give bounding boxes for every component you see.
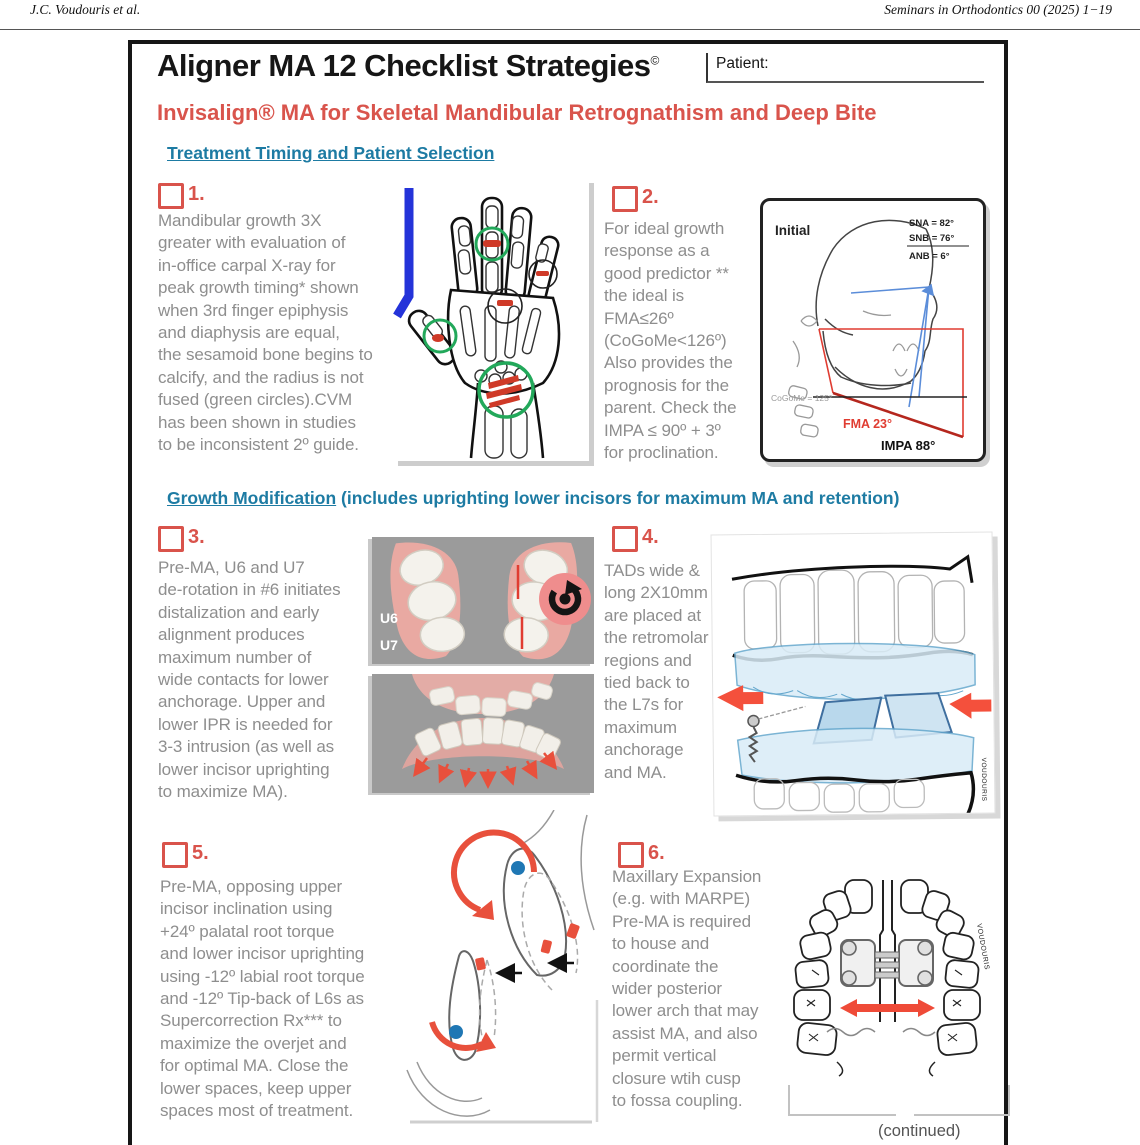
maxilla-outline (731, 554, 974, 583)
ceph-impa: IMPA 88° (881, 438, 935, 453)
item-1-number: 1. (188, 183, 205, 205)
header-rule (0, 29, 1140, 30)
u6-u7-derotation-figure: U6 U7 (372, 537, 594, 664)
tad-anchorage-figure: VOUDOURIS (710, 531, 996, 822)
subtitle: Invisalign® MA for Skeletal Mandibular R… (157, 100, 877, 125)
figure-bracket-left (788, 1085, 896, 1116)
item-2-number: 2. (642, 186, 659, 208)
patient-field[interactable]: Patient: (706, 53, 984, 83)
section-heading-growth-modification: Growth Modification (includes uprighting… (167, 488, 899, 509)
item-2-text: For ideal growth response as a good pred… (604, 219, 737, 463)
lower-rotation-center-dot (449, 1025, 463, 1039)
checkbox-item-3[interactable] (158, 526, 184, 552)
intrusion-arrows (413, 750, 558, 789)
checkbox-item-1[interactable] (158, 183, 184, 209)
section2-heading-suffix: (includes uprighting lower incisors for … (336, 488, 900, 508)
checkbox-item-4[interactable] (612, 526, 638, 552)
distal-force-arrow-right (949, 692, 992, 719)
watermark-text-2: VOUDOURIS (975, 923, 990, 970)
lower-gingival-line (735, 770, 976, 822)
marpe-illustration: VOUDOURIS (793, 879, 990, 1077)
running-head-journal: Seminars in Orthodontics 00 (2025) 1−19 (884, 2, 1112, 17)
item-4-number: 4. (642, 526, 659, 548)
upper-arrowhead (472, 900, 494, 920)
lower-teeth-roots (753, 778, 925, 813)
section-heading-treatment-timing: Treatment Timing and Patient Selection (167, 143, 494, 164)
ceph-tracing-figure: Initial SNA = 82° SNB = 76° ANB = 6° CoG… (760, 198, 986, 462)
ceph-tracing-illustration: Initial SNA = 82° SNB = 76° ANB = 6° CoG… (771, 218, 969, 453)
running-head-authors: J.C. Voudouris et al. (30, 2, 141, 17)
item-3-text: Pre-MA, U6 and U7 de-rotation in #6 init… (158, 558, 341, 802)
carpal-xray-figure (393, 178, 589, 461)
tad-illustration: VOUDOURIS (717, 554, 992, 822)
item-5-text: Pre-MA, opposing upper incisor inclinati… (160, 877, 365, 1121)
upper-rotation-center-dot (511, 861, 525, 875)
bite-ramp-right (883, 692, 953, 739)
lower-arch-illustration (402, 674, 564, 789)
upper-attachment-2 (540, 939, 552, 954)
copyright-mark: © (650, 53, 660, 68)
item-3-number: 3. (188, 526, 205, 548)
page-title: Aligner MA 12 Checklist Strategies© (157, 48, 659, 84)
distal-force-arrow-left (717, 685, 764, 712)
upper-aligner (733, 642, 976, 700)
blue-bracket-line (393, 188, 414, 319)
ceph-anb: ANB = 6° (909, 251, 950, 262)
u7-label: U7 (380, 637, 398, 653)
section2-heading-text: Growth Modification (167, 488, 337, 508)
item-1-text: Mandibular growth 3X greater with evalua… (158, 211, 373, 455)
upper-arch-back (412, 674, 554, 717)
item-6-number: 6. (648, 842, 665, 864)
item-4-text: TADs wide & long 2X10mm are placed at th… (604, 561, 709, 782)
upper-attachment (566, 923, 580, 939)
hand-skeleton-illustration (393, 188, 561, 459)
lower-arrowhead (476, 1032, 496, 1052)
growth-site-markers (432, 240, 549, 408)
palatal-rugae (826, 1027, 936, 1037)
sn-analysis-lines (850, 283, 935, 408)
watermark-text: VOUDOURIS (980, 758, 987, 802)
ceph-cogome: CoGoMe = 125° (771, 393, 832, 403)
incisor-torque-figure (402, 809, 612, 1145)
midline-split (879, 880, 896, 1022)
assessment-circles (422, 226, 558, 419)
section1-heading-text: Treatment Timing and Patient Selection (167, 143, 495, 163)
lower-attachment (475, 957, 486, 971)
item-5-number: 5. (192, 842, 209, 864)
ceph-fma: FMA 23° (843, 417, 892, 431)
hamular-notches (836, 1061, 936, 1077)
ceph-initial-label: Initial (775, 223, 810, 238)
marpe-expansion-figure: VOUDOURIS (785, 872, 990, 1087)
palatal-root-torque-arrow (451, 829, 537, 913)
upper-teeth-roots (743, 569, 966, 655)
fma-overlay (813, 328, 967, 439)
lower-arch-figure (372, 674, 594, 793)
labial-root-torque-arrow (429, 1021, 484, 1051)
rotation-icon (539, 573, 591, 625)
figure-bracket-right (914, 1085, 1010, 1116)
ceph-sna: SNA = 82° (909, 218, 954, 229)
u6-u7-illustration: U6 U7 (380, 542, 591, 660)
title-text: Aligner MA 12 Checklist Strategies (157, 48, 651, 83)
alveolar-contours (406, 809, 595, 1117)
item-6-text: Maxillary Expansion (e.g. with MARPE) Pr… (612, 867, 762, 1111)
checkbox-item-6[interactable] (618, 842, 644, 868)
lower-anterior-teeth (402, 717, 564, 769)
ceph-snb: SNB = 76° (909, 233, 954, 244)
patient-label: Patient: (716, 55, 769, 72)
tad-screw (747, 705, 806, 763)
continued-note: (continued) (878, 1122, 961, 1140)
maxillary-arch-teeth (793, 879, 981, 1056)
checkbox-item-5[interactable] (162, 842, 188, 868)
left-arch-segment (390, 542, 466, 659)
incisor-torque-illustration (406, 809, 599, 1124)
u6-label: U6 (380, 610, 398, 626)
occlusal-fissures (806, 969, 963, 1042)
expansion-arrow (840, 999, 935, 1017)
checkbox-item-2[interactable] (612, 186, 638, 212)
lower-incisor-ghost (478, 959, 497, 1045)
marpe-appliance (840, 939, 934, 987)
